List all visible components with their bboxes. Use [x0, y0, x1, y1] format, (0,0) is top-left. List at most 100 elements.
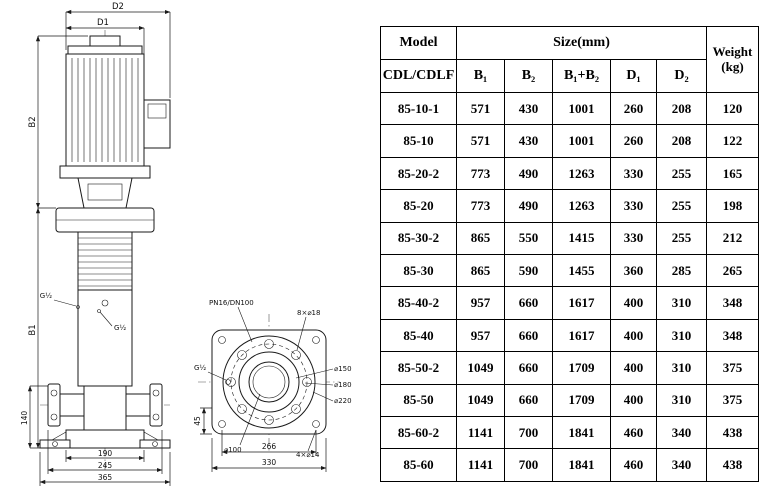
d1-cell: 460: [610, 416, 657, 450]
bolt-holes: [226, 339, 312, 425]
pump-drawing-svg: G½ G½: [20, 2, 352, 486]
b2-cell: 660: [504, 383, 553, 418]
model-cell: 85-40-2: [380, 286, 457, 320]
d2-cell: 310: [656, 351, 707, 385]
table-row: 85-30 865 590 1455 360 285 265: [380, 254, 759, 288]
b1-cell: 865: [456, 221, 505, 256]
table-row: 85-50 1049 660 1709 400 310 375: [380, 383, 759, 418]
table-row: 85-20 773 490 1263 330 255 198: [380, 189, 759, 223]
b1-cell: 1049: [456, 383, 505, 418]
b2-cell: 490: [504, 156, 553, 191]
b1b2-cell: 1709: [552, 383, 611, 418]
stage-stack: [77, 231, 133, 291]
table-row: 85-60-2 1141 700 1841 460 340 438: [380, 416, 759, 450]
table-row: 85-40 957 660 1617 400 310 348: [380, 318, 759, 353]
model-cell: 85-10: [380, 124, 457, 158]
plug-callouts: G½ G½: [40, 292, 127, 332]
d1-cell: 360: [610, 254, 657, 288]
weight-cell: 375: [706, 383, 759, 418]
d2-cell: 340: [656, 448, 707, 482]
d1-cell: 400: [610, 351, 657, 385]
col-d2-header: D₂: [656, 59, 707, 93]
model-cell: 85-50-2: [380, 351, 457, 385]
table-body: 85-10-1 571 430 1001 260 208 120 85-10 5…: [380, 91, 759, 482]
corner-holes-label: 4×⌀14: [296, 451, 320, 459]
b2-cell: 430: [504, 124, 553, 158]
dimension-table: Model Size(mm) Weight (kg) CDL/CDLF B₁ B…: [380, 26, 759, 482]
side-flanges: [47, 383, 163, 427]
b1b2-cell: 1001: [552, 124, 611, 158]
b1-cell: 773: [456, 189, 505, 223]
b2-cell: 700: [504, 448, 553, 482]
weight-cell: 348: [706, 318, 759, 353]
d1-cell: 330: [610, 189, 657, 223]
model-cell: 85-20-2: [380, 156, 457, 191]
d1-cell: 260: [610, 124, 657, 158]
weight-cell: 348: [706, 286, 759, 320]
model-header: Model: [380, 26, 457, 60]
d1-cell: 460: [610, 448, 657, 482]
pump-head: [55, 207, 155, 233]
size-group-header: Size(mm): [456, 26, 707, 60]
weight-cell: 120: [706, 91, 759, 126]
b1b2-cell: 1263: [552, 156, 611, 191]
table-row: 85-20-2 773 490 1263 330 255 165: [380, 156, 759, 191]
plug-label-b: G½: [114, 324, 126, 332]
b1b2-cell: 1617: [552, 318, 611, 353]
col-b2-header: B₂: [504, 59, 553, 93]
b2-cell: 490: [504, 189, 553, 223]
bottom-dimensions: 140 190 245 365: [20, 385, 171, 486]
weight-cell: 375: [706, 351, 759, 385]
dim-140-label: 140: [20, 411, 29, 426]
dim-d1-label: D1: [97, 18, 109, 28]
d2-cell: 310: [656, 383, 707, 418]
b1b2-cell: 1841: [552, 448, 611, 482]
b2-cell: 430: [504, 91, 553, 126]
d2-cell: 310: [656, 318, 707, 353]
weight-cell: 122: [706, 124, 759, 158]
motor: [59, 35, 171, 179]
b1b2-cell: 1263: [552, 189, 611, 223]
d1-cell: 260: [610, 91, 657, 126]
d1-cell: 330: [610, 156, 657, 191]
d2-cell: 208: [656, 124, 707, 158]
model-cell: 85-60: [380, 448, 457, 482]
b1-cell: 865: [456, 254, 505, 288]
d2-cell: 255: [656, 156, 707, 191]
pump-dimension-drawing: G½ G½: [0, 0, 378, 500]
col-b1b2-header: B₁+B₂: [552, 59, 611, 93]
model-cell: 85-30-2: [380, 221, 457, 256]
weight-header-line2: (kg): [721, 58, 744, 74]
model-cell: 85-60-2: [380, 416, 457, 450]
table-header: Model Size(mm) Weight (kg) CDL/CDLF B₁ B…: [380, 26, 759, 93]
dim-b2-label: B2: [28, 116, 38, 127]
b2-cell: 660: [504, 318, 553, 353]
top-dimensions: D2 D1: [65, 2, 171, 98]
dim-266-label: 266: [262, 442, 277, 451]
b2-cell: 660: [504, 351, 553, 385]
left-dimensions: B2 B1: [28, 35, 88, 449]
weight-cell: 265: [706, 254, 759, 288]
table-row: 85-10-1 571 430 1001 260 208 120: [380, 91, 759, 126]
weight-header-line1: Weight: [712, 43, 753, 59]
model-series-header: CDL/CDLF: [380, 59, 457, 93]
b1-cell: 571: [456, 91, 505, 126]
plug-label-a: G½: [40, 292, 52, 300]
dim-330-label: 330: [262, 458, 277, 467]
dim-190-label: 190: [98, 449, 113, 458]
b2-cell: 660: [504, 286, 553, 320]
b1-cell: 1049: [456, 351, 505, 385]
model-cell: 85-40: [380, 318, 457, 353]
b1b2-cell: 1001: [552, 91, 611, 126]
model-cell: 85-20: [380, 189, 457, 223]
b1-cell: 571: [456, 124, 505, 158]
weight-cell: 438: [706, 416, 759, 450]
dim-45-label: 45: [193, 416, 202, 426]
bolt-holes-label: 8×⌀18: [297, 309, 320, 317]
col-d1-header: D₁: [610, 59, 657, 93]
weight-header: Weight (kg): [706, 26, 759, 93]
model-cell: 85-30: [380, 254, 457, 288]
dim-245-label: 245: [98, 461, 113, 470]
col-b1-header: B₁: [456, 59, 505, 93]
